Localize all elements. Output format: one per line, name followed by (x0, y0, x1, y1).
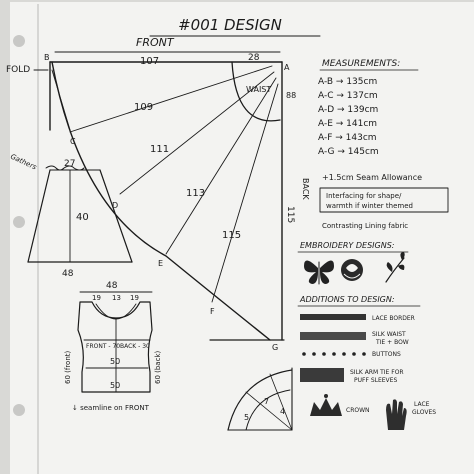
silk-arm-tie-label: SILK ARM TIE FOR (350, 369, 404, 376)
waist-drop-label: 88 (286, 91, 296, 100)
silk-arm-tie-swatch (300, 368, 344, 382)
lace-gloves-icon (386, 399, 407, 430)
point-a-label: A (284, 63, 290, 72)
point-e-label: E (158, 259, 163, 268)
hem-quarter-outer (227, 369, 293, 431)
gloves-label: GLOVES (412, 409, 436, 416)
radial-measure-3: 113 (186, 188, 205, 199)
point-c-label: C (70, 137, 76, 146)
bodice-front-label: FRONT - 70 (86, 343, 120, 350)
crown-icon (310, 394, 342, 416)
radial-measure-4: 115 (222, 230, 241, 241)
bodice-front-side: 60 (front) (64, 350, 72, 384)
note-interfacing-line-1: Interfacing for shape/ (326, 192, 402, 200)
hem-measure-1: 5 (244, 413, 249, 422)
radial-measure-1: 109 (134, 102, 153, 113)
note-lining: Contrasting Lining fabric (322, 222, 408, 230)
measure-line-af (211, 83, 279, 303)
measure-line-ad (119, 71, 275, 195)
sleeve-right (99, 169, 133, 263)
strap-measure-3: 19 (130, 294, 139, 302)
page-title: #001 DESIGN (178, 16, 282, 34)
note-seam-allowance: +1.5cm Seam Allowance (322, 173, 422, 182)
lace-border-swatch (300, 314, 366, 320)
measurements-heading: MEASUREMENTS: (322, 59, 400, 69)
hem-curve (51, 61, 271, 341)
waist-width-label: 28 (248, 53, 260, 63)
hem-measure-2: 7 (264, 397, 269, 406)
strap-measure-1: 19 (92, 294, 101, 302)
strap-measure-2: 13 (112, 294, 121, 302)
bodice-caption: ↓ seamline on FRONT (72, 404, 150, 412)
hem-quarter-radial-1 (245, 391, 293, 431)
waist-label: WAIST (246, 85, 271, 94)
front-label: FRONT (136, 36, 175, 49)
hem-measure-3: 4 (280, 407, 285, 416)
skirt-pattern: FRONT 107 FOLD WAIST 28 88 109 111 113 1… (6, 36, 310, 352)
binder-hole-top (13, 35, 25, 47)
bodice-back-side: 60 (back) (154, 351, 162, 384)
binder-hole-middle (13, 216, 25, 228)
bodice-top-width: 48 (106, 281, 118, 291)
measure-line-ac (69, 65, 273, 133)
sleeve-length: 40 (76, 212, 89, 223)
lace-label: LACE (414, 401, 430, 408)
embroidery-heading: EMBROIDERY DESIGNS: (300, 241, 395, 250)
hem-quarter-radial-2 (269, 373, 293, 431)
bodice-waist-measure: 50 (110, 357, 120, 366)
paper (10, 2, 474, 474)
silk-waist-swatch (300, 332, 366, 340)
point-g-label: G (272, 343, 278, 352)
silk-waist-label: SILK WAIST (372, 331, 406, 338)
butterfly-icon (304, 260, 334, 285)
hem-quarter-inner (245, 389, 291, 431)
point-f-label: F (210, 307, 215, 316)
sleeve-top-width: 27 (64, 159, 75, 169)
bodice-hem-measure: 50 (110, 381, 120, 390)
additions-heading: ADDITIONS TO DESIGN: (299, 295, 395, 304)
note-interfacing-box (319, 187, 449, 213)
sleeve-bottom-width: 48 (62, 269, 74, 279)
point-d-label: D (112, 201, 118, 210)
sleeve-left (27, 169, 51, 263)
waist-curve (231, 61, 281, 122)
puff-sleeves-label: PUFF SLEEVES (354, 377, 397, 384)
fold-label: FOLD (6, 65, 30, 75)
crown-label: CROWN (346, 407, 370, 414)
back-length-label: 115 (285, 206, 295, 223)
measurement-item-1: A-B → 135cm (318, 77, 377, 87)
measurement-item-6: A-G → 145cm (318, 147, 379, 157)
rose-icon (341, 259, 363, 281)
bodice-back-label: BACK - 30 (120, 343, 150, 350)
measurement-item-5: A-F → 143cm (318, 133, 377, 143)
embroidery-section: EMBROIDERY DESIGNS: (297, 241, 409, 285)
measurement-item-4: A-E → 141cm (318, 119, 377, 129)
back-label: BACK (301, 178, 310, 200)
additions-section: ADDITIONS TO DESIGN: LACE BORDER SILK WA… (297, 295, 436, 430)
measurement-item-3: A-D → 139cm (318, 105, 378, 115)
hem-quarter-pattern: 5 7 4 (227, 367, 293, 431)
lace-border-label: LACE BORDER (372, 315, 415, 322)
point-b-label: B (44, 53, 50, 62)
binder-hole-bottom (13, 404, 25, 416)
notes-list: +1.5cm Seam Allowance Interfacing for sh… (319, 173, 449, 230)
measure-line-ae (165, 77, 277, 255)
measurements-list: MEASUREMENTS: A-B → 135cm A-C → 137cm A-… (318, 59, 419, 157)
tie-bow-label: TIE + BOW (375, 339, 409, 346)
bodice-pattern: 48 19 13 19 FRONT - 70 BACK - 30 50 50 6… (64, 281, 162, 412)
sprig-icon (385, 252, 405, 283)
buttons-label: BUTTONS (372, 351, 401, 358)
buttons-swatch (302, 352, 366, 356)
measure-line-ab (51, 69, 71, 131)
measurement-item-2: A-C → 137cm (318, 91, 378, 101)
radial-measure-2: 111 (150, 144, 169, 155)
note-interfacing-line-2: warmth if winter themed (326, 202, 413, 210)
